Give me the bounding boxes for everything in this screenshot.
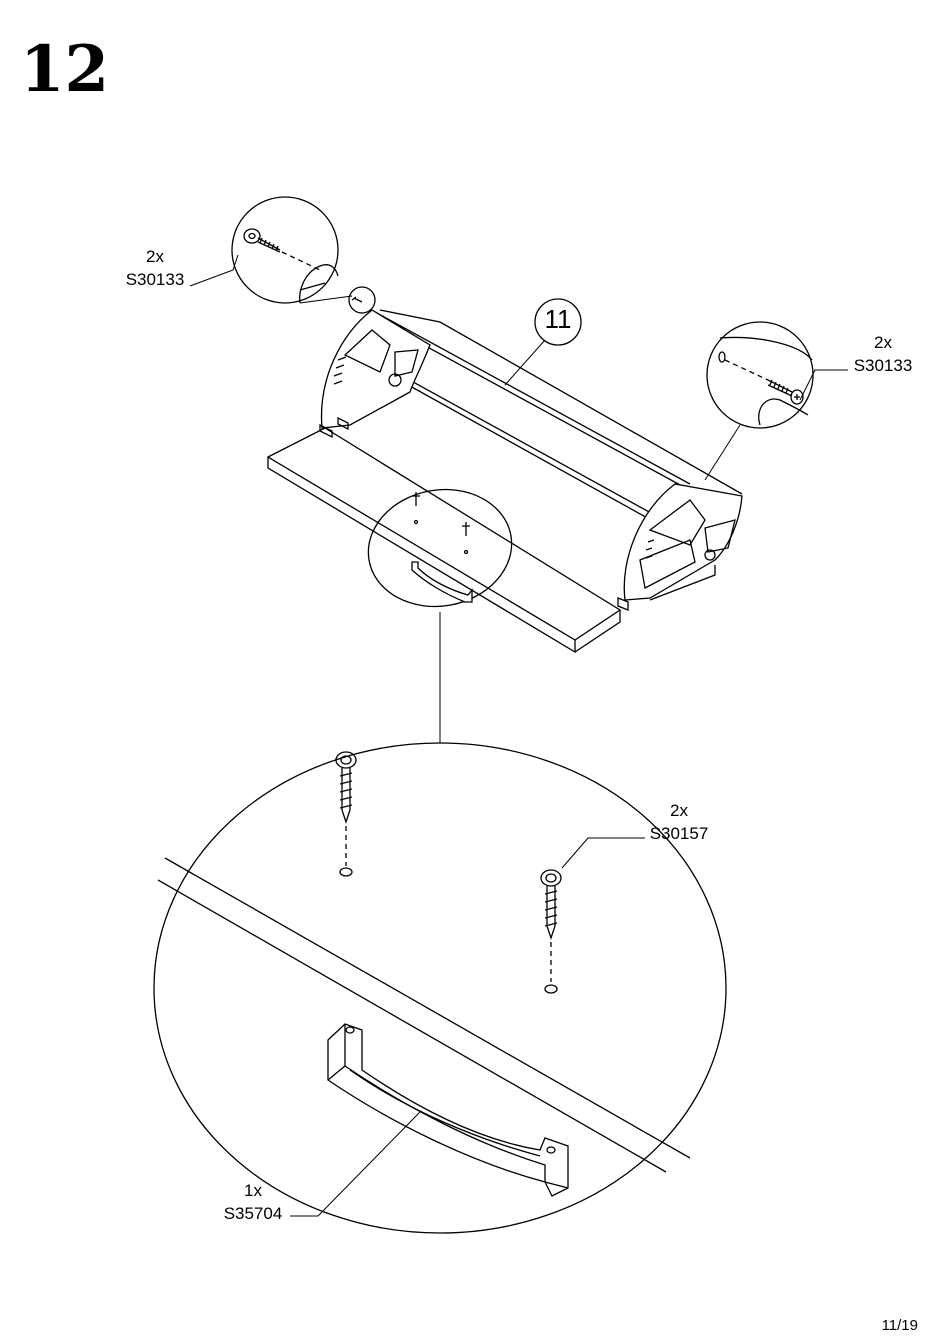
part-ref-label: 11 [536,306,580,332]
part-ref-number: 11 [545,304,572,334]
drawer-assembly [268,310,742,652]
callout-detail-handle: 1x S35704 [208,1180,298,1226]
page-number: 11/19 [882,1317,918,1334]
callout-code: S30133 [838,355,928,378]
callout-code: S30133 [110,269,200,292]
callout-qty: 2x [634,800,724,823]
detail-circle-top-left [190,197,352,303]
tiny-screw-icon [352,297,362,302]
callout-code: S35704 [208,1203,298,1226]
callout-top-right: 2x S30133 [838,332,928,378]
callout-qty: 1x [208,1180,298,1203]
detail-circle-top-right [705,322,848,480]
callout-top-left: 2x S30133 [110,246,200,292]
callout-detail-screws: 2x S30157 [634,800,724,846]
callout-qty: 2x [110,246,200,269]
callout-qty: 2x [838,332,928,355]
callout-code: S30157 [634,823,724,846]
